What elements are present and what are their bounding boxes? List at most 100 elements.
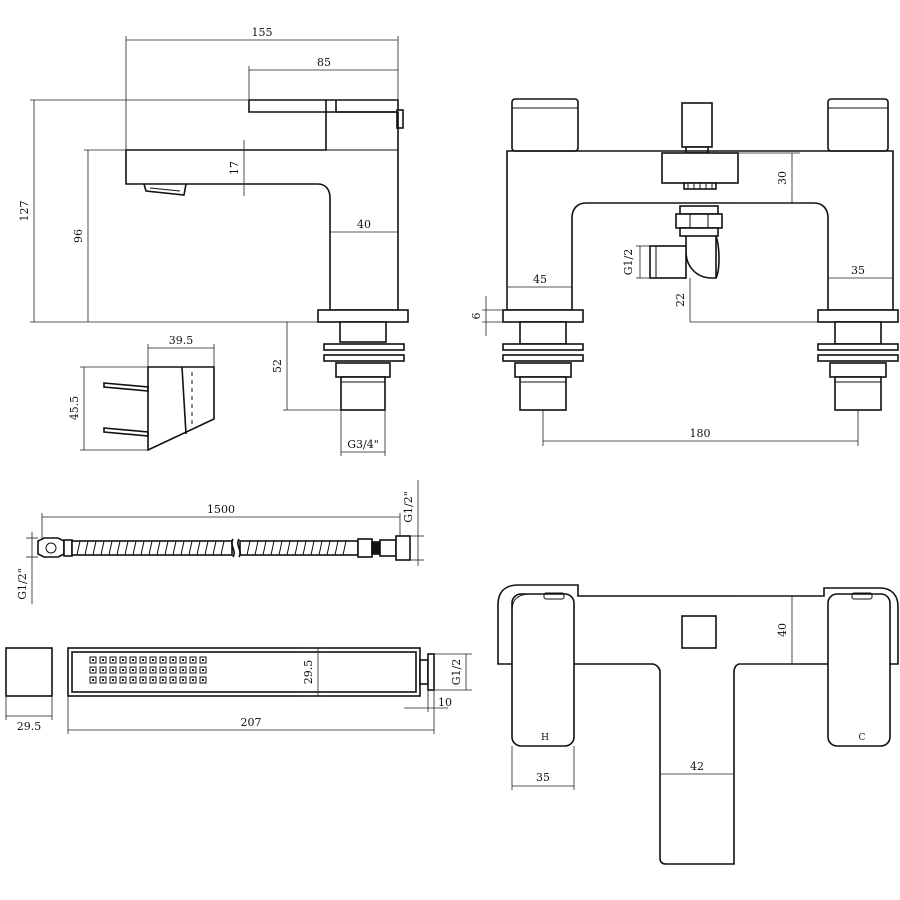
dim-basin-width: 155 (252, 26, 273, 39)
nozzle (199, 676, 207, 684)
dim-basin-tail-length: 52 (271, 359, 284, 373)
nozzle-hole (172, 679, 174, 681)
nozzle (119, 666, 127, 674)
handle-pin-bottom (103, 427, 149, 437)
nozzle-hole (112, 659, 114, 661)
nozzle-hole (192, 679, 194, 681)
nozzle-hole (162, 679, 164, 681)
dim-shower-head-width: 29.5 (302, 660, 315, 685)
nozzle (89, 656, 97, 664)
handle-block (147, 366, 215, 452)
nozzle (149, 656, 157, 664)
nozzle (179, 676, 187, 684)
hose-nut-right (395, 535, 411, 561)
nozzle-hole (122, 679, 124, 681)
top-handle-right (827, 593, 891, 747)
lever-handle-detail: 39.5 45.5 (68, 334, 215, 452)
handle-pin-top (103, 382, 149, 392)
nozzle-hole (92, 679, 94, 681)
nozzle (179, 656, 187, 664)
nozzle (99, 676, 107, 684)
nozzle-hole (132, 679, 134, 681)
nozzle (189, 656, 197, 664)
hose-nut-left (37, 537, 65, 558)
nozzle (99, 656, 107, 664)
nozzle (159, 676, 167, 684)
dim-handle-height: 45.5 (68, 396, 81, 421)
shower-hose: 1500 G1/2" G1/2" (16, 480, 424, 604)
nozzle (89, 676, 97, 684)
bath-base-right (817, 309, 899, 323)
nozzle (129, 656, 137, 664)
top-handle-left (511, 593, 575, 747)
nozzle (179, 666, 187, 674)
nozzle-hole (102, 679, 104, 681)
nozzle (169, 676, 177, 684)
nozzle-hole (182, 669, 184, 671)
nozzle (199, 666, 207, 674)
diverter-nut (679, 205, 719, 215)
nozzle (149, 676, 157, 684)
nozzle-hole (192, 659, 194, 661)
dim-basin-height: 127 (18, 201, 31, 222)
dim-bath-pillar-left: 45 (533, 273, 547, 286)
dim-shower-head-thread: G1/2 (450, 659, 463, 686)
nozzle (169, 656, 177, 664)
basin-body (125, 111, 399, 311)
diverter-elbow (685, 236, 717, 279)
nozzle-hole (122, 659, 124, 661)
nozzle (129, 666, 137, 674)
bath-base-left (502, 309, 584, 323)
nozzle (189, 666, 197, 674)
basin-lever (249, 99, 399, 113)
nozzle (139, 666, 147, 674)
nozzle-hole (152, 659, 154, 661)
hand-shower: 29.5 29.5 G1/2 207 10 (5, 647, 472, 734)
nozzle-hole (142, 659, 144, 661)
nozzle-hole (92, 669, 94, 671)
nozzle-hole (102, 659, 104, 661)
shower-head-end-view (5, 647, 53, 697)
dim-basin-spout-thickness: 17 (228, 161, 241, 175)
nozzle-hole (202, 669, 204, 671)
basin-washer (323, 343, 405, 351)
hot-mark: H (541, 733, 549, 743)
top-diverter-knob (681, 615, 717, 649)
basin-lever-cap (396, 109, 404, 129)
nozzle-hole (112, 669, 114, 671)
dim-hose-thread-left: G1/2" (16, 568, 29, 600)
bath-diverter-knob (681, 102, 713, 148)
dim-bath-flange: 6 (470, 313, 483, 320)
nozzle (89, 666, 97, 674)
dim-top-handle-width: 35 (536, 771, 550, 784)
nozzle (139, 676, 147, 684)
basin-lever-top (248, 100, 327, 113)
dim-handle-width: 39.5 (169, 334, 194, 347)
nozzle (109, 656, 117, 664)
bath-handle-right (827, 98, 889, 152)
dim-shower-head-nut: 10 (438, 696, 452, 709)
nozzle (139, 656, 147, 664)
bath-mixer-front-view: 30 45 35 G1/2 22 6 180 (470, 98, 899, 446)
nozzle-hole (182, 679, 184, 681)
bath-body (506, 150, 894, 311)
nozzle-hole (152, 679, 154, 681)
nozzle (169, 666, 177, 674)
nozzle (159, 666, 167, 674)
nozzle (109, 676, 117, 684)
nozzle-hole (172, 669, 174, 671)
nozzle (199, 656, 207, 664)
cold-mark: C (859, 733, 866, 743)
dim-bath-outlet-height: 22 (674, 293, 687, 307)
top-view-outline (497, 584, 899, 865)
dim-bath-pillar-right: 35 (851, 264, 865, 277)
bath-handle-left (511, 98, 579, 152)
dim-basin-thread: G3/4" (347, 438, 379, 451)
basin-mixer-side-view: 155 85 127 96 17 40 52 G3/4" (18, 26, 409, 456)
nozzle (109, 666, 117, 674)
nozzle-hole (202, 679, 204, 681)
nozzle-hole (92, 659, 94, 661)
nozzle (189, 676, 197, 684)
nozzle-hole (122, 669, 124, 671)
